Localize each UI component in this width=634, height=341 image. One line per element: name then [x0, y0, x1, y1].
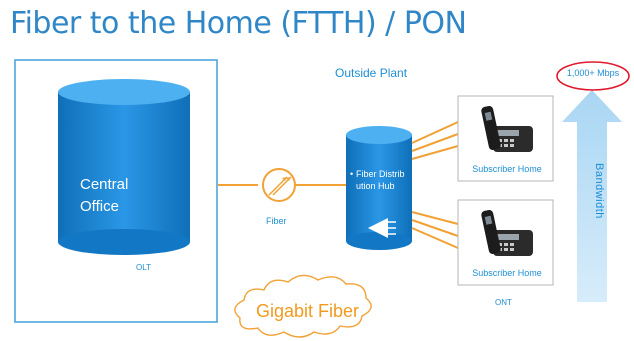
bandwidth-arrow [562, 90, 622, 302]
hub-label: • Fiber Distribution Hub [350, 168, 406, 192]
page-title: Fiber to the Home (FTTH) / PON [10, 6, 467, 41]
speed-label: 1,000+ Mbps [566, 68, 620, 78]
central-office-label: Central Office [80, 176, 129, 215]
ont-label: ONT [495, 298, 512, 307]
gigabit-cloud [234, 274, 372, 338]
subscriber-home-label-2: Subscriber Home [472, 268, 542, 278]
olt-label: OLT [136, 263, 151, 272]
central-office-frame [14, 59, 218, 323]
speed-ring [556, 61, 630, 91]
hub-label-text: Fiber Distribution Hub [356, 169, 405, 191]
fiber-label: Fiber [266, 216, 287, 226]
hub-bullet: • [350, 169, 354, 179]
drop-fibers-bottom [411, 211, 459, 249]
bandwidth-label: Bandwidth [593, 163, 605, 219]
gigabit-fiber-label: Gigabit Fiber [256, 301, 360, 321]
distribution-hub-cylinder [346, 126, 412, 250]
central-office-cylinder [58, 79, 190, 255]
drop-fibers-top [411, 121, 459, 160]
fiber-splice-icon [262, 168, 296, 202]
phone-icon [481, 105, 533, 152]
phone-icon [481, 209, 533, 256]
outside-plant-label: Outside Plant [335, 66, 408, 80]
subscriber-home-label-1: Subscriber Home [472, 164, 542, 174]
